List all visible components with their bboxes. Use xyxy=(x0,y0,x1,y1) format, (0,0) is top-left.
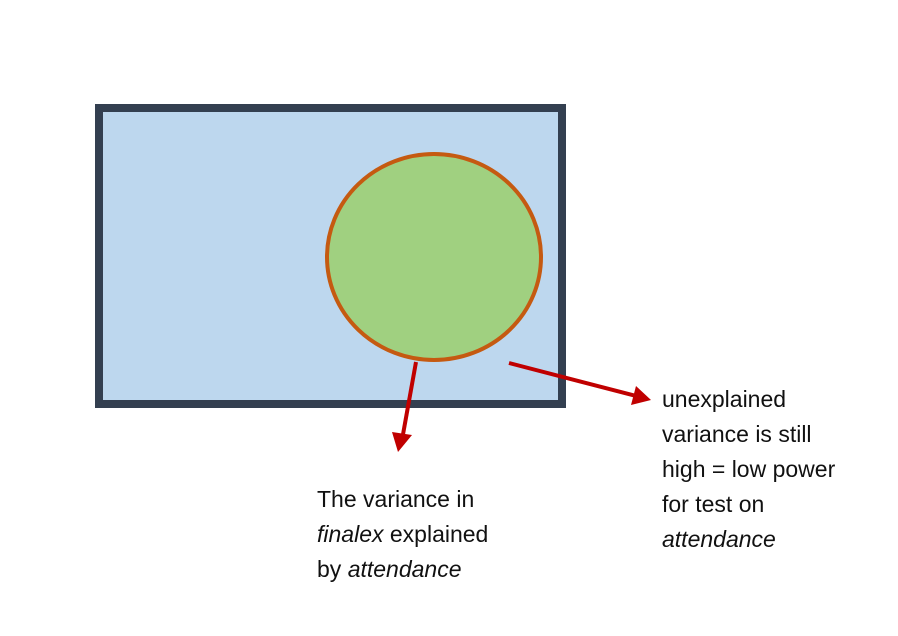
explained-label-line1: The variance in xyxy=(317,486,475,512)
explained-variance-circle xyxy=(325,152,543,362)
arrowhead-explained xyxy=(392,432,412,452)
explained-label-line2-text: explained xyxy=(383,521,489,547)
unexplained-label-line4: for test on xyxy=(662,491,765,517)
arrowhead-unexplained xyxy=(631,386,651,405)
explained-label-line2: finalex explained xyxy=(317,517,488,552)
unexplained-label-line5: attendance xyxy=(662,522,835,557)
explained-label-line3-prefix: by xyxy=(317,556,348,582)
arrow-to-explained-label xyxy=(400,361,418,441)
arrow-to-unexplained-label xyxy=(508,361,637,398)
explained-variance-label: The variance in finalex explained by att… xyxy=(317,482,488,587)
explained-label-line3: by attendance xyxy=(317,552,488,587)
unexplained-label-predictor: attendance xyxy=(662,526,776,552)
unexplained-label-line2: variance is still xyxy=(662,421,812,447)
unexplained-variance-label: unexplained variance is still high = low… xyxy=(662,382,835,557)
explained-label-variable: finalex xyxy=(317,521,384,547)
unexplained-label-line1: unexplained xyxy=(662,386,787,412)
explained-label-predictor: attendance xyxy=(347,556,462,582)
unexplained-label-line3: high = low power xyxy=(662,456,836,482)
